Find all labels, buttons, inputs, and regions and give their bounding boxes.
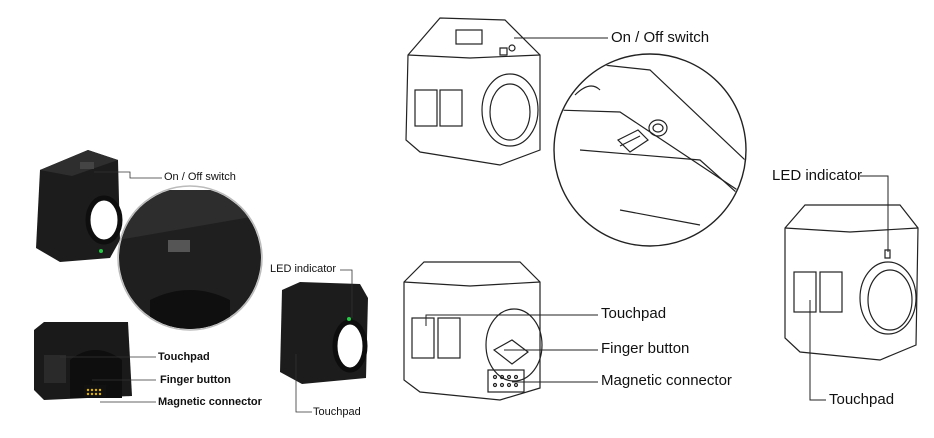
drawing-touchpad-side-label: Touchpad bbox=[829, 391, 895, 408]
drawing-magnifier bbox=[553, 53, 747, 247]
photo-device-top bbox=[36, 150, 123, 262]
photo-device-bottom bbox=[34, 322, 132, 400]
drawing-touchpad-label: Touchpad bbox=[601, 305, 667, 322]
photo-touchpad-label: Touchpad bbox=[158, 351, 210, 363]
led-dot bbox=[99, 249, 103, 253]
drawing-device-top bbox=[405, 17, 541, 166]
drawing-device-bottom bbox=[403, 261, 543, 401]
photo-on-off-switch-label: On / Off switch bbox=[164, 171, 236, 183]
photo-magnetic-connector-label: Magnetic connector bbox=[158, 396, 262, 408]
photo-led-indicator-label: LED indicator bbox=[270, 263, 337, 275]
photo-touchpad-side-label: Touchpad bbox=[313, 406, 361, 418]
drawing-led-indicator-label: LED indicator bbox=[772, 167, 863, 184]
drawing-magnetic-connector-label: Magnetic connector bbox=[601, 372, 732, 389]
drawing-on-off-switch-label: On / Off switch bbox=[611, 29, 710, 46]
drawing-finger-button-label: Finger button bbox=[601, 340, 690, 357]
photo-finger-button-label: Finger button bbox=[160, 374, 231, 386]
photo-magnifier bbox=[117, 185, 263, 331]
photo-device-side bbox=[280, 282, 368, 384]
drawing-device-right bbox=[784, 204, 919, 361]
